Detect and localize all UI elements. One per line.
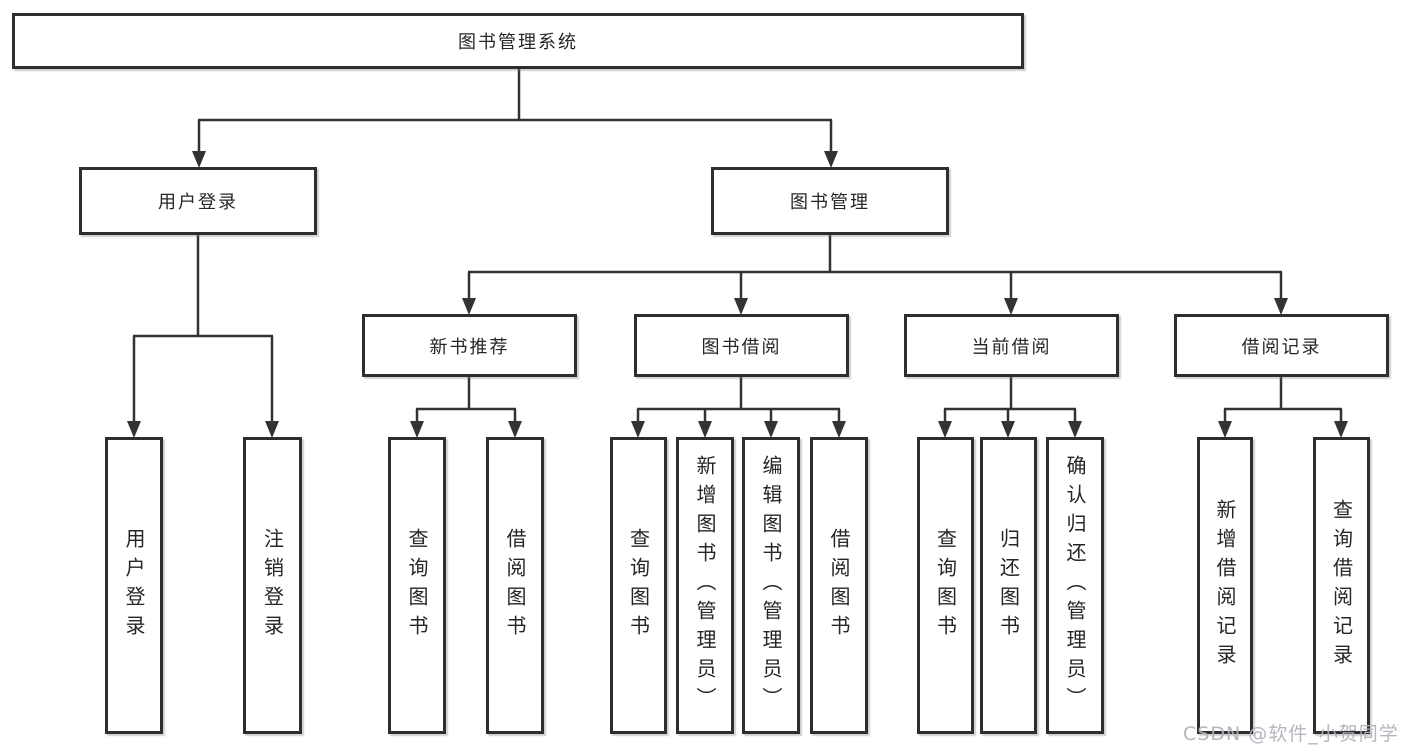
leaf-add-borrow-record-label: 新增借阅记录 (1213, 498, 1237, 673)
node-new-book-recommend-label: 新书推荐 (429, 336, 510, 358)
connector-new-book-branch (410, 377, 522, 438)
leaf-query-books-current: 查询图书 (917, 437, 974, 734)
leaf-query-books-recommend: 查询图书 (388, 437, 446, 734)
node-borrow-records-label: 借阅记录 (1241, 336, 1322, 358)
connector-book-borrow-branch (631, 377, 846, 438)
leaf-add-books-admin-label: 新增图书（管理员） (693, 455, 717, 716)
leaf-confirm-return-admin: 确认归还（管理员） (1046, 437, 1104, 734)
node-user-login: 用户登录 (79, 167, 317, 235)
leaf-add-borrow-record: 新增借阅记录 (1197, 437, 1253, 734)
connector-current-borrow-branch (938, 377, 1082, 438)
leaf-query-books-borrow: 查询图书 (610, 437, 667, 734)
csdn-watermark: CSDN @软件_小贺同学 (1183, 723, 1399, 745)
connector-user-login-branch (127, 235, 279, 438)
leaf-query-books-recommend-label: 查询图书 (405, 527, 429, 644)
node-root: 图书管理系统 (12, 13, 1024, 69)
leaf-add-books-admin: 新增图书（管理员） (676, 437, 734, 734)
node-book-management-label: 图书管理 (790, 192, 870, 213)
leaf-edit-books-admin: 编辑图书（管理员） (742, 437, 800, 734)
node-current-borrow-label: 当前借阅 (971, 336, 1052, 358)
leaf-query-borrow-record-label: 查询借阅记录 (1329, 498, 1354, 673)
leaf-query-books-current-label: 查询图书 (933, 527, 958, 644)
node-book-borrow: 图书借阅 (634, 314, 849, 377)
leaf-query-borrow-record: 查询借阅记录 (1313, 437, 1370, 734)
node-book-management: 图书管理 (711, 167, 949, 235)
node-book-borrow-label: 图书借阅 (701, 336, 782, 358)
node-user-login-label: 用户登录 (158, 192, 238, 213)
node-borrow-records: 借阅记录 (1174, 314, 1389, 377)
leaf-query-books-borrow-label: 查询图书 (626, 527, 651, 644)
leaf-borrow-books: 借阅图书 (810, 437, 868, 734)
leaf-user-login-label: 用户登录 (122, 527, 146, 644)
leaf-return-books: 归还图书 (980, 437, 1037, 734)
leaf-logout: 注销登录 (243, 437, 302, 734)
leaf-logout-label: 注销登录 (260, 527, 285, 644)
leaf-user-login: 用户登录 (105, 437, 163, 734)
node-root-label: 图书管理系统 (458, 32, 578, 53)
connector-borrow-records-branch (1218, 377, 1348, 438)
leaf-return-books-label: 归还图书 (996, 527, 1021, 644)
connector-book-management-branch (462, 235, 1288, 315)
connector-root-branch (192, 69, 838, 168)
leaf-confirm-return-admin-label: 确认归还（管理员） (1063, 455, 1087, 716)
node-new-book-recommend: 新书推荐 (362, 314, 577, 377)
leaf-borrow-books-recommend: 借阅图书 (486, 437, 544, 734)
leaf-edit-books-admin-label: 编辑图书（管理员） (759, 455, 783, 716)
leaf-borrow-books-label: 借阅图书 (827, 527, 851, 644)
leaf-borrow-books-recommend-label: 借阅图书 (503, 527, 527, 644)
node-current-borrow: 当前借阅 (904, 314, 1119, 377)
